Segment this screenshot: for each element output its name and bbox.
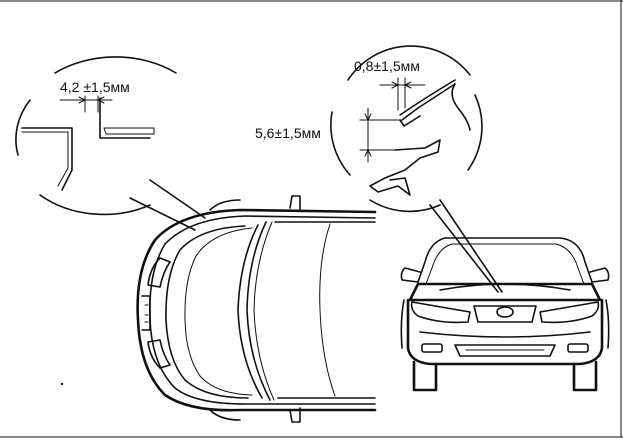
tire-right: [572, 360, 598, 392]
car-front-view: [400, 237, 610, 392]
body-side-right: [605, 299, 610, 349]
leader-line-front-a: [429, 204, 499, 293]
detail-arc-left: [15, 99, 31, 156]
body-side-left: [400, 299, 405, 349]
headlamp-lower: [147, 339, 171, 369]
leader-line-lower: [129, 197, 196, 231]
front-bumper-nose: [141, 295, 151, 331]
dimension-label-side: 4,2 ±1,5мм: [60, 79, 130, 95]
dimension-label-height: 5,6±1,5мм: [255, 125, 321, 141]
grille-panel: [451, 83, 471, 131]
windshield-lower: [246, 221, 271, 401]
headlamp-upper: [147, 257, 171, 288]
emblem-icon: [496, 306, 514, 318]
fender-panel-inner: [21, 131, 69, 187]
hood-panel-top: [399, 79, 456, 116]
hood-outline: [165, 225, 249, 399]
windshield-base: [237, 224, 263, 399]
mirror-left: [400, 267, 421, 283]
fog-lamp-left: [421, 343, 443, 353]
hood-crease: [184, 227, 253, 396]
hood-front-edge: [408, 282, 602, 302]
detail-arc-top-right: [347, 45, 471, 81]
headlamp-right: [539, 301, 600, 324]
car-body-outline: [136, 208, 377, 412]
bumper-line: [419, 331, 591, 338]
mirror-right: [589, 267, 610, 283]
wheel-arch-bottom: [209, 409, 241, 421]
windshield-top: [319, 223, 336, 397]
leader-line-front-b: [439, 199, 503, 293]
hem-flange: [399, 115, 421, 127]
hood-hem-flange: [103, 127, 155, 135]
dimension-arrows-height: [364, 113, 372, 157]
car-top-view: [136, 195, 377, 423]
hood-panel: [99, 97, 151, 139]
hood-panel-edge: [401, 83, 456, 121]
lower-grille: [454, 344, 556, 357]
fender-panel: [21, 127, 73, 191]
tire-left: [412, 360, 438, 392]
dimension-arrows: [78, 96, 105, 104]
windshield-frame-left: [417, 237, 446, 283]
dimension-arrows-top: [391, 81, 412, 89]
hood-crease-front: [439, 283, 571, 291]
latch-bracket: [369, 139, 441, 196]
grille-marks: [144, 304, 149, 323]
top-gap-detail: 0,8±1,5мм 5,6±1,5мм: [255, 45, 503, 293]
scan-speck: [60, 382, 64, 386]
detail-arc-left-right: [330, 111, 351, 176]
front-bumper: [406, 298, 604, 366]
fog-lamp-right: [567, 343, 589, 353]
leader-line-upper: [149, 179, 206, 219]
detail-arc-right: [467, 94, 483, 171]
side-gap-detail: 4,2 ±1,5мм: [15, 56, 206, 231]
detail-arc-bottom: [39, 194, 151, 216]
cowl-line: [253, 221, 275, 401]
mirror-top: [289, 195, 301, 211]
upper-grille: [473, 305, 537, 323]
detail-arc-bottom-right: [369, 199, 441, 213]
car-body-inner: [148, 215, 376, 405]
headlamp-left: [410, 301, 471, 324]
dimension-label-top: 0,8±1,5мм: [354, 58, 420, 74]
detail-arc-top: [54, 56, 177, 74]
windshield-glass: [425, 243, 585, 285]
wheel-arch-top: [209, 199, 241, 211]
windshield-frame-right: [444, 237, 593, 283]
mirror-bottom: [289, 407, 301, 423]
